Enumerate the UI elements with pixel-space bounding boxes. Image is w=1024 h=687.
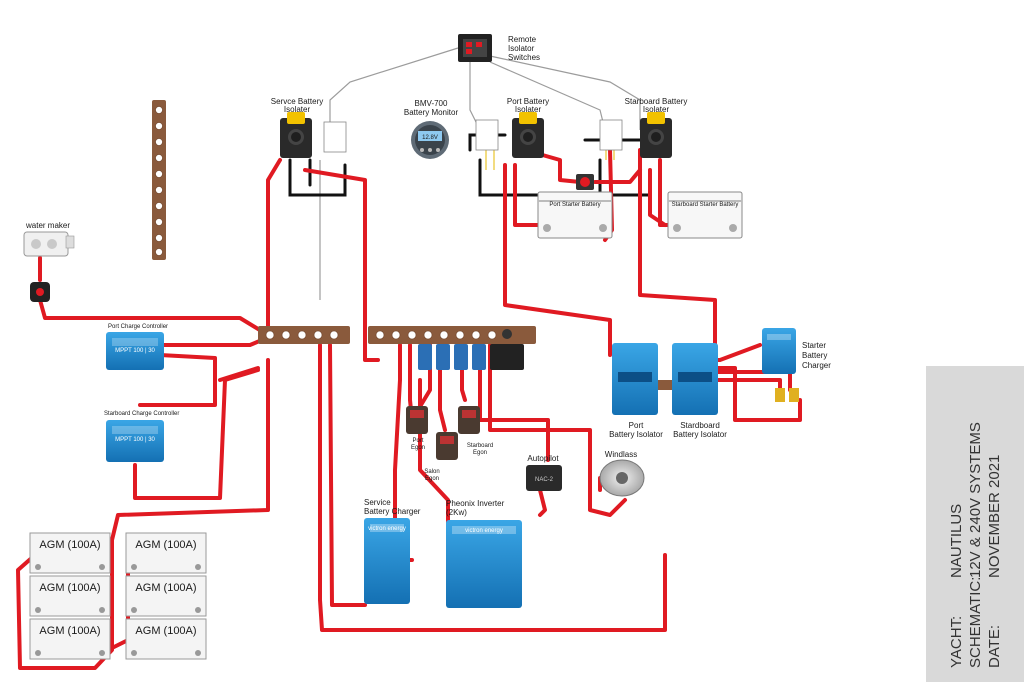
windlass bbox=[599, 459, 645, 497]
agm-battery: AGM (100A) bbox=[125, 532, 207, 574]
main-busbar-left bbox=[258, 326, 350, 344]
salon-egon-label-1: Salon bbox=[424, 469, 439, 475]
port-starter-battery bbox=[537, 191, 613, 239]
starboard-charge-controller-label: Starboard Charge Controller bbox=[104, 411, 179, 417]
charger-brand: victron energy bbox=[368, 526, 406, 532]
inverter-brand: victron energy bbox=[465, 528, 503, 534]
remote-isolator-label-1: Remote bbox=[508, 35, 537, 44]
agm-battery: AGM (100A) bbox=[125, 575, 207, 617]
agm-battery-label: AGM (100A) bbox=[39, 539, 100, 551]
remote-isolator-label-3: Switches bbox=[508, 53, 540, 62]
bmv-screen-text: 12.8V bbox=[422, 135, 438, 141]
yacht-key: YACHT: bbox=[948, 616, 965, 668]
port-battery-isolater bbox=[475, 112, 544, 158]
starboard-egon bbox=[458, 406, 480, 434]
starboard-battery-isolater bbox=[599, 112, 672, 158]
port-charge-controller: MPPT 100 | 30 bbox=[106, 332, 164, 370]
charger-connectors bbox=[775, 388, 799, 402]
component-labels: Remote Isolator Switches Servce Battery … bbox=[25, 35, 831, 517]
agm-battery: AGM (100A) bbox=[125, 618, 207, 660]
date-value: NOVEMBER 2021 bbox=[986, 455, 1003, 578]
signal-wires-yellow bbox=[333, 122, 615, 170]
starter-battery-charger bbox=[762, 328, 796, 374]
remote-isolator-label-2: Isolator bbox=[508, 44, 535, 53]
agm-battery-bank: AGM (100A) AGM (100A) AGM (100A) AGM (10… bbox=[29, 532, 207, 660]
fuse-block bbox=[418, 329, 524, 370]
service-battery-isolater bbox=[280, 112, 347, 158]
starter-charger-label-2: Battery bbox=[802, 351, 827, 360]
service-isolater-label-2: Isolater bbox=[284, 105, 311, 114]
service-charger-label-2: Battery Charger bbox=[364, 507, 421, 516]
starboard-isolater-label-2: Isolater bbox=[643, 105, 670, 114]
inverter-label-2: (2Kw) bbox=[446, 508, 467, 517]
port-battery-isolator-label-2: Battery Isolator bbox=[609, 430, 663, 439]
agm-battery: AGM (100A) bbox=[29, 575, 111, 617]
autopilot-label: Autopilot bbox=[527, 454, 559, 463]
port-egon-label-2: Egon bbox=[411, 445, 425, 451]
ground-terminal-strip bbox=[152, 100, 166, 260]
agm-battery-label: AGM (100A) bbox=[39, 625, 100, 637]
starboard-mppt-label: MPPT 100 | 30 bbox=[115, 437, 155, 443]
salon-egon bbox=[436, 432, 458, 460]
port-egon-label-1: Port bbox=[412, 438, 423, 444]
agm-battery-label: AGM (100A) bbox=[135, 625, 196, 637]
starboard-battery-isolator-label-1: Stardboard bbox=[680, 421, 720, 430]
port-isolater-label-2: Isolater bbox=[515, 105, 542, 114]
agm-battery-label: AGM (100A) bbox=[135, 582, 196, 594]
agm-battery: AGM (100A) bbox=[29, 532, 111, 574]
starboard-egon-label-1: Starboard bbox=[467, 443, 493, 449]
service-battery-charger: victron energy bbox=[364, 518, 410, 604]
agm-battery-label: AGM (100A) bbox=[39, 582, 100, 594]
service-charger-label-1: Service bbox=[364, 498, 391, 507]
port-mppt-label: MPPT 100 | 30 bbox=[115, 348, 155, 354]
inverter-label-1: Pheonix Inverter bbox=[446, 499, 505, 508]
water-maker-fuse bbox=[30, 282, 50, 302]
starter-charger-label-3: Charger bbox=[802, 361, 831, 370]
distribution-busbar bbox=[368, 326, 536, 344]
pheonix-inverter: victron energy bbox=[446, 520, 522, 608]
port-charge-controller-label: Port Charge Controller bbox=[108, 324, 168, 330]
starboard-battery-isolator-unit bbox=[672, 343, 718, 415]
port-isolater-label-1: Port Battery bbox=[507, 97, 549, 106]
starboard-starter-battery-label: Starboard Starter Battery bbox=[672, 202, 739, 208]
bmv-label-2: Battery Monitor bbox=[404, 108, 459, 117]
port-battery-isolator-label-1: Port bbox=[629, 421, 644, 430]
bmv-700-monitor: 12.8V bbox=[411, 121, 449, 159]
starboard-isolater-label-1: Starboard Battery bbox=[625, 97, 688, 106]
starboard-charge-controller: MPPT 100 | 30 bbox=[106, 420, 164, 462]
schematic-key: SCHEMATIC: bbox=[967, 577, 984, 668]
autopilot-model: NAC-2 bbox=[535, 477, 554, 483]
water-maker-label: water maker bbox=[25, 221, 70, 230]
starboard-battery-isolator-label-2: Battery Isolator bbox=[673, 430, 727, 439]
agm-battery: AGM (100A) bbox=[29, 618, 111, 660]
salon-egon-label-2: Egon bbox=[425, 476, 439, 482]
starter-charger-label-1: Starter bbox=[802, 341, 826, 350]
battery-switch bbox=[576, 174, 594, 190]
title-block: YACHT: NAUTILUS SCHEMATIC: 12V & 240V SY… bbox=[926, 366, 1024, 682]
service-isolater-label-1: Servce Battery bbox=[271, 97, 323, 106]
water-maker bbox=[23, 231, 75, 257]
starboard-starter-battery bbox=[667, 191, 743, 239]
port-starter-battery-label: Port Starter Battery bbox=[549, 202, 600, 208]
windlass-label: Windlass bbox=[605, 450, 637, 459]
date-key: DATE: bbox=[986, 625, 1003, 668]
yacht-value: NAUTILUS bbox=[948, 504, 965, 578]
autopilot: NAC-2 bbox=[526, 465, 562, 491]
starboard-egon-label-2: Egon bbox=[473, 450, 487, 456]
agm-battery-label: AGM (100A) bbox=[135, 539, 196, 551]
bmv-label-1: BMV-700 bbox=[415, 99, 448, 108]
remote-isolator-switches bbox=[458, 34, 492, 62]
schematic-value: 12V & 240V SYSTEMS bbox=[967, 422, 984, 578]
port-battery-isolator-unit bbox=[612, 343, 658, 415]
port-egon bbox=[406, 406, 428, 434]
